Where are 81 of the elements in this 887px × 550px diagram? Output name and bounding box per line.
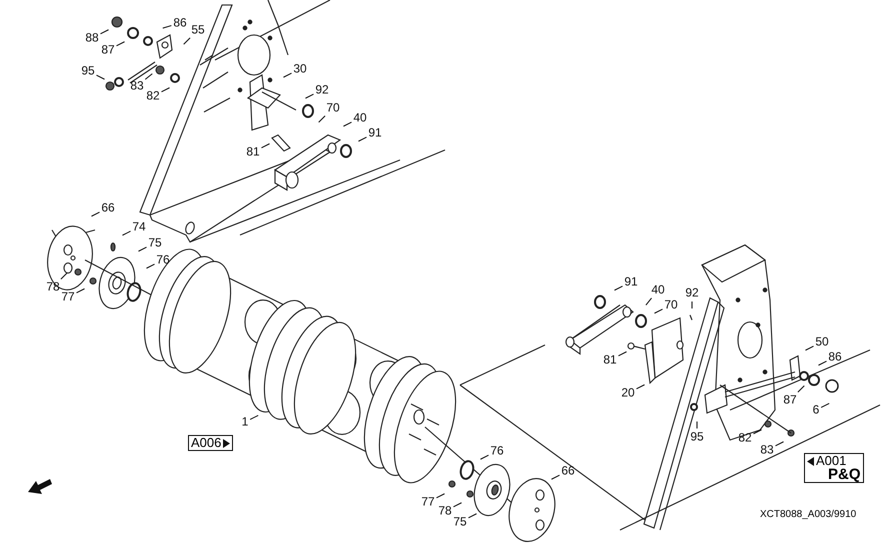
callout-number: 95 [690,430,704,444]
callout-number: 88 [85,32,99,44]
callout-number: 40 [353,112,367,124]
callout-number: 1 [242,416,248,428]
leader-line [818,360,828,366]
callout-number: 91 [624,276,638,288]
leader-line [550,474,560,480]
leader-line [304,94,314,99]
leader-line [250,414,259,420]
leader-line [162,25,172,29]
leader-line [452,502,462,508]
leader-line [436,493,446,498]
leader-line [358,136,368,142]
leader-line [752,429,762,434]
leader-line [146,264,156,269]
leader-line [774,441,784,446]
callout-number: 77 [421,496,435,508]
leader-line [96,74,106,80]
reference-code: A001 [816,454,848,468]
callout-number: 76 [156,254,170,266]
leader-line [138,246,148,252]
callout-number: 81 [246,146,260,158]
callout-number: 92 [315,84,329,96]
callout-number: 70 [326,102,340,114]
callout-number: 6 [812,404,820,416]
leader-line [614,286,624,291]
callout-number: 83 [130,80,144,92]
leader-line [260,143,270,148]
leader-line [90,212,100,217]
leader-line [122,230,132,236]
callout-number: 30 [293,62,307,76]
leader-line [654,308,664,314]
leader-line [696,421,698,429]
leader-line [645,298,652,306]
callout-number: 95 [81,64,95,78]
leader-line [144,73,153,80]
callout-number: 55 [191,24,205,36]
callout-number: 82 [738,432,752,444]
callout-number: 40 [651,284,665,296]
callout-number: 86 [173,16,187,30]
callout-number: 87 [783,394,797,406]
callout-number: 74 [132,220,146,234]
reference-code: P&Q [827,468,861,482]
reference-code: A006 [191,436,222,450]
callout-number: 70 [664,298,678,312]
reference-box [188,435,234,451]
leader-line [480,454,490,460]
callout-number: 81 [603,354,617,366]
leader-line [797,385,805,393]
callout-number: 87 [101,44,115,56]
callout-number: 83 [760,444,774,456]
leader-line [116,41,126,46]
reference-box [804,453,864,483]
callout-number: 76 [490,444,504,458]
leader-line [282,72,292,78]
callout-number: 66 [561,464,575,478]
leader-line [60,272,68,280]
callout-number: 78 [438,504,452,518]
leader-line [76,288,86,294]
callout-number: 75 [453,516,467,528]
leader-line [820,402,830,408]
callout-number: 78 [46,280,60,294]
leader-line [342,122,352,127]
callout-number: 20 [621,386,635,400]
callout-number: 86 [828,350,842,364]
callout-number: 75 [148,236,162,250]
callout-number: 82 [146,90,160,102]
callout-number: 77 [61,290,75,304]
callout-number: 66 [101,202,115,214]
leader-line [100,29,110,34]
leader-line [618,351,628,356]
leader-line [318,115,326,123]
leader-line [804,346,814,351]
leader-line [468,513,478,518]
leader-line [183,37,191,45]
leader-line [160,87,170,92]
callout-number: 50 [815,336,829,348]
drawing-number: XCT8088_A003/9910 [760,509,856,520]
callout-number: 91 [368,126,382,140]
callout-number: 92 [685,286,699,300]
leader-line [636,384,646,390]
